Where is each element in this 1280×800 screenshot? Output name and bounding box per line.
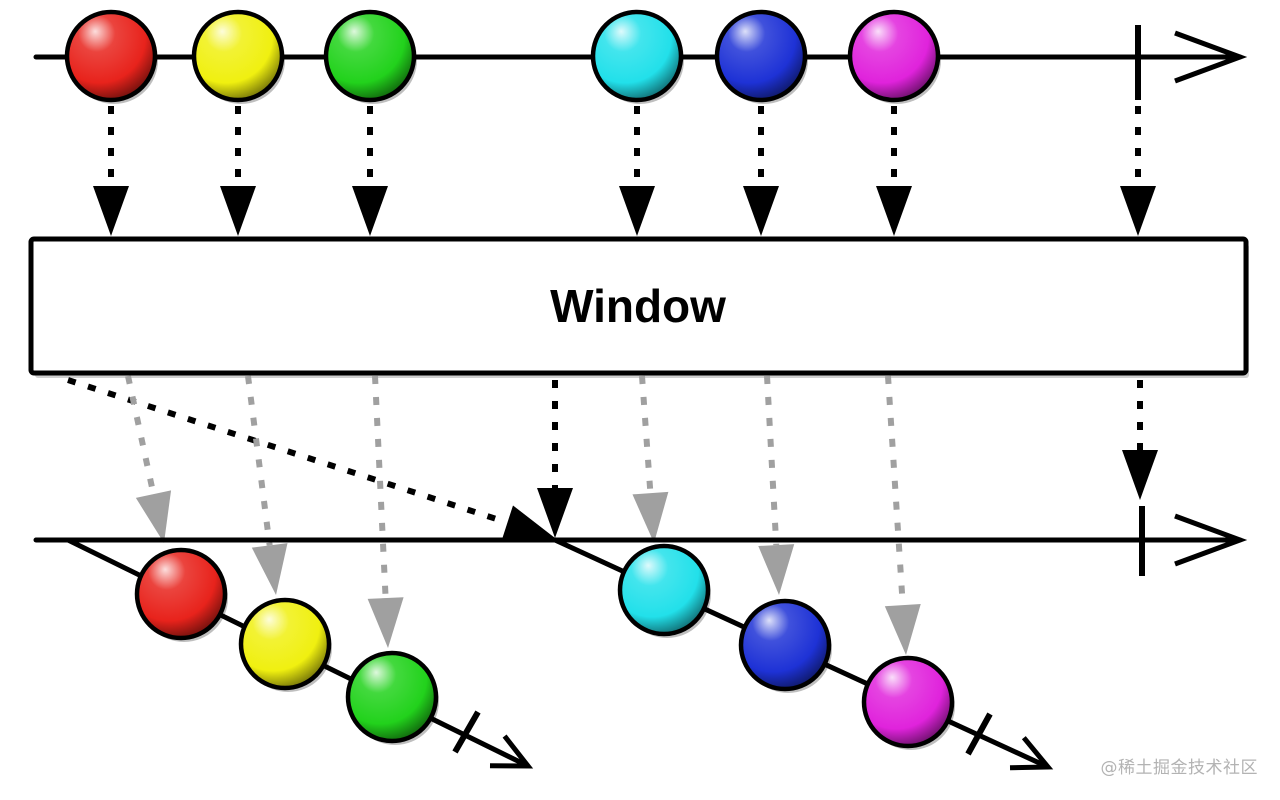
input-arrow-3-head — [352, 186, 388, 236]
input-arrow-3 — [352, 106, 388, 236]
input-arrow-7-head — [1120, 186, 1156, 236]
input-arrow-1-head — [93, 186, 129, 236]
window-2-marble-cyan — [617, 543, 711, 638]
window-2-arrowhead — [1009, 736, 1054, 771]
window-1-marble-red-body — [134, 547, 228, 641]
emit-arrow-4-shaft — [639, 375, 654, 494]
input-arrow-5 — [743, 106, 779, 236]
emit-arrow-4-head — [632, 491, 669, 543]
window-signal-arrow-2-head — [537, 488, 573, 538]
window-1-marble-red — [134, 547, 228, 642]
output-arrows — [67, 375, 1158, 655]
emit-arrow-5-shaft — [764, 375, 780, 546]
source-marble-green — [323, 9, 417, 104]
emit-arrow-5 — [758, 375, 795, 595]
source-marbles — [64, 9, 941, 104]
input-arrow-7 — [1120, 106, 1156, 236]
emit-arrow-2-shaft — [245, 375, 273, 546]
emit-arrow-1-shaft — [125, 375, 157, 495]
window-1-marble-yellow — [238, 597, 332, 692]
output-timeline-arrowhead — [1174, 513, 1248, 567]
window-signal-arrow-2 — [537, 380, 573, 538]
source-marble-cyan — [590, 9, 684, 104]
source-marble-magenta-body — [847, 9, 941, 103]
window-2-marble-cyan-body — [617, 543, 711, 637]
input-arrow-4 — [619, 106, 655, 236]
emit-arrow-6-head — [884, 603, 921, 655]
emit-arrow-3-shaft — [372, 375, 389, 599]
source-marble-yellow — [191, 9, 285, 104]
window-2-marble-blue — [738, 598, 832, 693]
window-2-marble-magenta — [861, 655, 955, 750]
window-signal-arrow-3 — [1122, 380, 1158, 500]
window-2-marble-magenta-body — [861, 655, 955, 749]
operator-label: Window — [550, 280, 726, 332]
emit-arrow-2 — [245, 375, 288, 595]
emit-arrow-5-head — [758, 544, 795, 595]
source-marble-blue-body — [714, 9, 808, 103]
emit-arrow-3 — [367, 375, 404, 648]
window-1-marble-yellow-body — [238, 597, 332, 691]
watermark: @稀土掘金技术社区 — [1100, 758, 1258, 778]
window-1-arrowhead — [489, 734, 534, 769]
source-marble-red — [64, 9, 158, 104]
window-1 — [66, 537, 534, 769]
window-2-marble-blue-body — [738, 598, 832, 692]
input-arrow-4-head — [619, 186, 655, 236]
window-streams — [66, 537, 1054, 771]
window-signal-arrow-3-head — [1122, 450, 1158, 500]
source-marble-magenta — [847, 9, 941, 104]
source-timeline-arrowhead — [1174, 30, 1248, 84]
window-1-marble-green-body — [345, 650, 439, 744]
operator-box — [28, 236, 1249, 376]
window-signal-arrow-1-shaft — [67, 377, 509, 526]
window-2 — [553, 537, 1054, 771]
source-marble-red-body — [64, 9, 158, 103]
emit-arrow-3-head — [367, 597, 404, 648]
emit-arrow-6-shaft — [885, 375, 906, 606]
source-marble-yellow-body — [191, 9, 285, 103]
emit-arrow-2-head — [251, 543, 288, 595]
window-signal-arrow-1 — [67, 377, 555, 540]
input-arrow-2 — [220, 106, 256, 236]
input-arrows — [93, 106, 1156, 236]
input-arrow-1 — [93, 106, 129, 236]
emit-arrow-1 — [125, 375, 172, 543]
source-marble-green-body — [323, 9, 417, 103]
window-2-completion-mark — [965, 712, 993, 756]
window-operator: Window — [28, 236, 1249, 378]
emit-arrow-1-head — [135, 490, 172, 543]
source-marble-blue — [714, 9, 808, 104]
input-arrow-5-head — [743, 186, 779, 236]
emit-arrow-6 — [884, 375, 921, 655]
output-timeline — [33, 506, 1248, 576]
window-1-marble-green — [345, 650, 439, 745]
input-arrow-6 — [876, 106, 912, 236]
input-arrow-2-head — [220, 186, 256, 236]
window-1-completion-mark — [452, 710, 481, 754]
input-arrow-6-head — [876, 186, 912, 236]
emit-arrow-4 — [632, 375, 669, 543]
window-signal-arrow-1-head — [501, 505, 555, 540]
source-marble-cyan-body — [590, 9, 684, 103]
